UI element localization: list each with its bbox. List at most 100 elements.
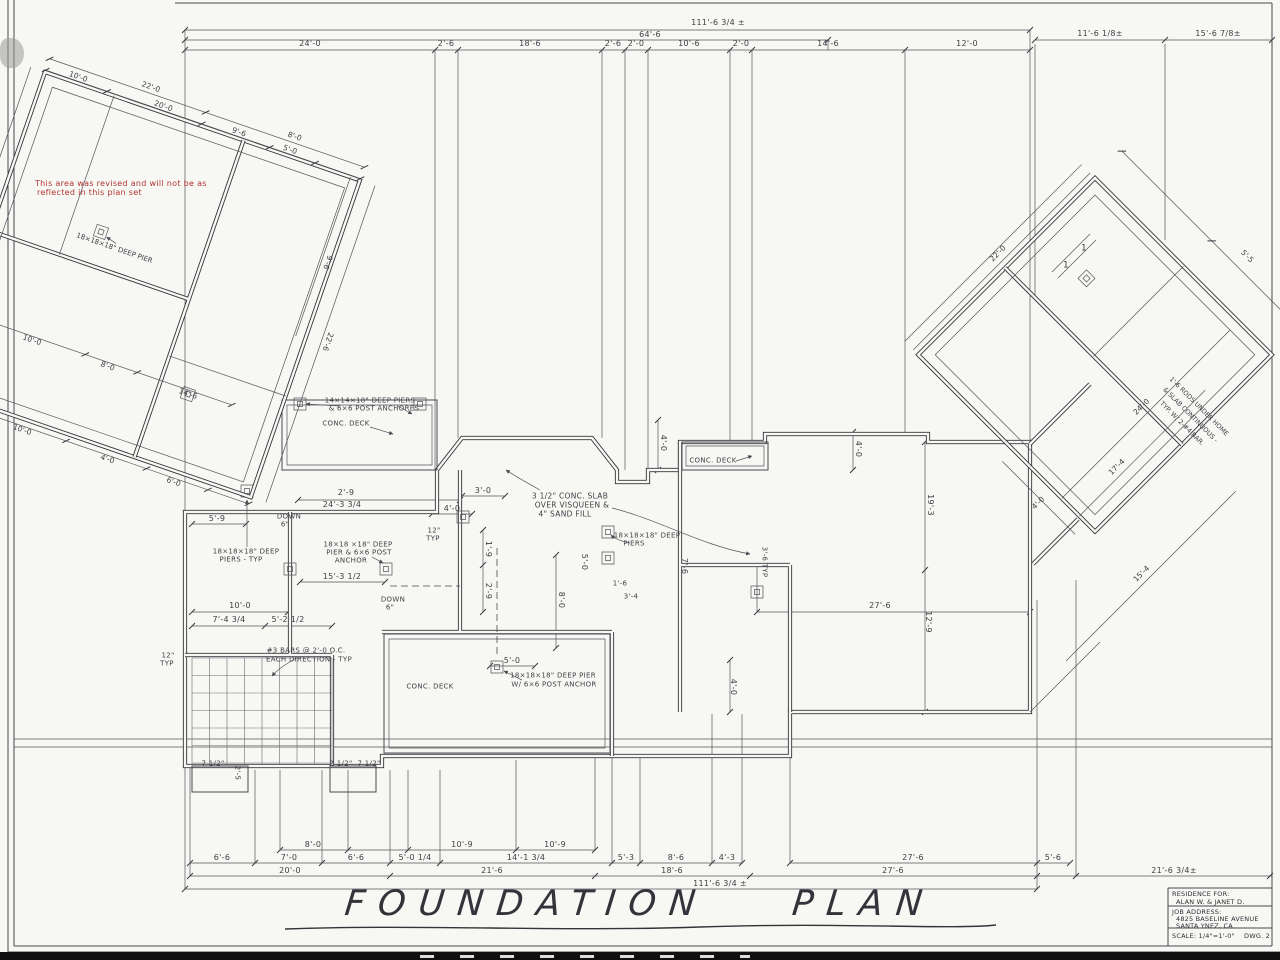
dimension-label: 8'-0 [286,130,303,143]
plan-annotation: CONC. DECK [689,456,737,465]
address-line1: 4825 BASELINE AVENUE [1176,915,1259,923]
plan-annotation: 1'-6 [612,579,628,588]
wing-a-linework: 22'-0 8'-0 10'-0 20'-0 9'-6 5'-0 9'-6 22… [0,56,376,507]
plan-annotation: TYP [426,534,440,543]
scan-smudge [0,38,24,68]
plan-annotation: 20'-0 [279,866,301,875]
plan-annotation: 6" [280,520,290,529]
plan-annotation: 7'-4 3/4 [212,615,246,624]
dimension-label: 9'-6 [321,254,334,271]
title-block: RESIDENCE FOR: ALAN W. & JANET D. JOB AD… [1168,888,1274,946]
dimension-lines [181,26,1276,893]
plan-annotation: 4'-0 [659,434,668,452]
plan-annotation: 2'-6 [604,39,622,48]
plan-annotation: 7'-0 [280,853,298,862]
plan-annotation: 4'-3 [718,853,736,862]
plan-annotation: 14'-6 [817,39,839,48]
dimension-label: 5'-0 [282,143,299,156]
plan-annotation: 2'-9 [337,488,355,497]
center-lines [390,548,498,658]
plan-annotation: 2'-0 [627,39,645,48]
plan-annotation: 10'-6 [678,39,700,48]
plan-annotation: 7'-6 [680,557,689,575]
dimension-label: 5'-5 [1239,248,1256,265]
plan-annotation: & 6×6 POST ANCHORES [328,404,420,413]
plan-annotation: 27'-6 [902,853,924,862]
plan-annotation: 5'-3 [617,853,635,862]
plan-annotation: PIERS - TYP [219,555,263,564]
title-underline [284,924,997,930]
plan-annotation: 18×18×18" DEEP PIER [510,671,596,680]
residence-name: ALAN W. & JANET D. [1176,898,1245,906]
dimension-label: 15'-4 [1131,564,1151,584]
scan-edge-dashes [420,955,750,958]
plan-annotation: 4" SAND FILL [538,509,592,519]
dimension-label: 10'-0 [22,333,43,348]
plan-annotation: 10'-0 [229,601,251,610]
dimension-label: 4'-0 [99,452,116,465]
plan-annotation: DOWN [380,595,406,604]
plan-annotation: 6" [385,603,395,612]
dimension-label: 6'-0 [165,475,182,488]
plan-annotation: 18×18×18" DEEP [212,547,280,556]
plan-annotation: 24'-3 3/4 [322,500,362,509]
plan-annotation: 4'-0 [729,678,738,696]
concrete-decks [191,399,769,793]
dwg-number: DWG. 2 [1244,932,1270,940]
dimension-label: 8'-0 [99,359,116,372]
plan-annotation: 14'-1 3/4 [506,853,546,862]
plan-annotation: 5'-0 [503,656,521,665]
scale-text: SCALE: 1/4"=1'-0" [1172,932,1235,940]
plan-annotation: 8'-0 [557,591,566,609]
plan-annotation: 12" [427,526,441,535]
plan-annotation: 4'-0 [443,504,461,513]
plan-annotation: 8'-0 [304,840,322,849]
sheet-border [7,0,1280,953]
dimension-label: 17'-4 [1107,457,1127,477]
plan-annotation: 3'-6 TYP [760,546,769,578]
plan-annotation: PIER & 6×6 POST [326,548,392,557]
plan-annotation: 1 [1062,260,1070,271]
plan-annotation: 8'-6 [667,853,685,862]
plan-annotation: CONC. DECK [322,419,370,428]
address-label: JOB ADDRESS: [1172,908,1222,916]
dimension-label: 9'-6 [231,125,248,138]
wing-b-linework: 22'-0 24'-0 17'-4 4'-0 15'-4 5'-5 1'-6 R… [904,150,1280,662]
plan-annotation: 18×18 ×18" DEEP [323,540,393,549]
dimension-label: 4'-0 [1030,495,1047,512]
extension-lines-long [14,738,1272,748]
plan-annotation: 4'-0 [854,440,863,458]
address-line2: SANTA YNEZ, CA [1176,922,1233,930]
dimension-label: 14'-6 [178,386,199,401]
plan-annotation: CONC. DECK [406,682,454,691]
rebar-grid [191,657,333,764]
plan-annotation: DOWN [276,512,302,521]
pier-note: 18×18×18" DEEP PIER [75,231,154,265]
plan-annotation: 5'-2 1/2 [271,615,305,624]
plan-annotation: 27'-6 [869,601,891,610]
plan-annotation: 12'-9 [924,611,933,633]
plan-annotation: 15'-3 1/2 [322,572,362,581]
dimension-label: 22'-6 [321,331,336,352]
plan-annotation: 5'-6 [1044,853,1062,862]
plan-annotation: 5'-9 [208,514,226,523]
sheet-title: FOUNDATION PLAN [342,884,938,924]
plan-annotation: 3'-4 [623,592,639,601]
plan-annotation: 12'-0 [956,39,978,48]
plan-annotation: 7 1/2" [357,759,381,768]
plan-annotation: 7 1/2" [201,759,225,768]
plan-annotation: reflected in this plan set [37,188,142,197]
plan-annotation: 5'-0 [580,553,589,571]
plan-annotation: 10'-9 [544,840,566,849]
scan-edge-artifact [0,952,1280,960]
plan-annotation: ANCHOR [334,556,368,565]
dimension-label: 22'-0 [140,79,161,94]
plan-annotation: 11'-6 1/8± [1077,29,1123,38]
plan-annotation: This area was revised and will not be as [35,179,207,188]
plan-annotation: 24'-0 [299,39,321,48]
plan-annotation: OVER VISQUEEN & [534,500,610,510]
plan-annotation: W/ 6×6 POST ANCHOR [511,680,597,689]
plan-annotation: 6'-6 [213,853,231,862]
plan-annotation: 19'-3 [926,494,935,516]
